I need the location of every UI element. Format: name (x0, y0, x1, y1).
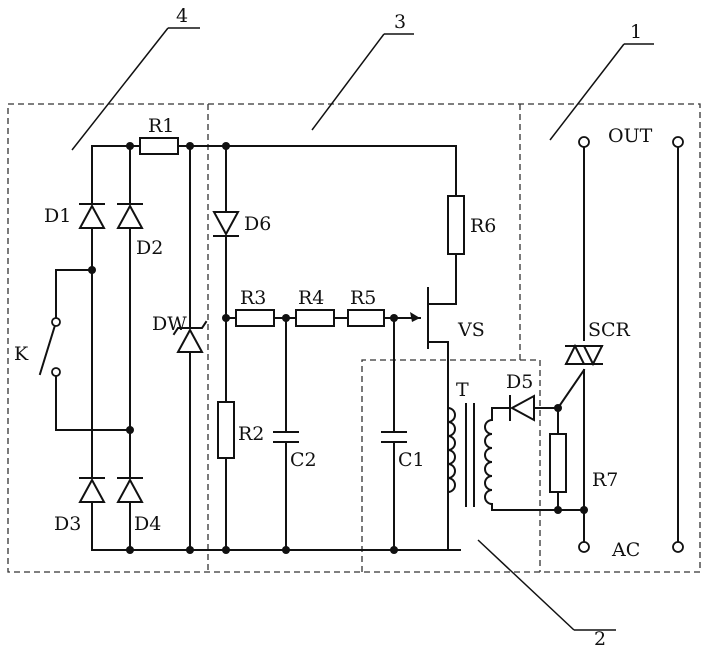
block-label-2: 2 (594, 628, 606, 650)
label-t: T (456, 379, 469, 401)
label-d2: D2 (136, 237, 163, 259)
capacitor-c1 (381, 431, 407, 443)
resistor-r2 (217, 401, 235, 459)
diode-d3 (78, 477, 106, 503)
label-c1: C1 (398, 449, 425, 471)
label-out: OUT (608, 125, 653, 147)
terminal-out-left (578, 136, 590, 148)
label-r1: R1 (148, 115, 174, 137)
label-scr: SCR (588, 319, 631, 341)
label-d4: D4 (134, 513, 161, 535)
resistor-r5 (347, 309, 385, 327)
module-4-wiring (38, 145, 461, 551)
diode-d1 (78, 203, 106, 229)
label-r7: R7 (592, 469, 618, 491)
label-k: K (14, 343, 29, 365)
label-d5: D5 (506, 371, 533, 393)
module-3-wiring (225, 145, 457, 551)
switch-k-contact-bottom (51, 367, 61, 377)
label-r2: R2 (238, 423, 264, 445)
label-r3: R3 (240, 287, 266, 309)
resistor-r7 (549, 433, 567, 493)
label-dw: DW (152, 313, 187, 335)
switch-k-contact-top (51, 317, 61, 327)
label-r5: R5 (350, 287, 376, 309)
transformer-t (446, 403, 494, 507)
label-c2: C2 (290, 449, 317, 471)
label-d3: D3 (54, 513, 81, 535)
block-label-1: 1 (630, 21, 642, 43)
zener-diode-dw (172, 320, 208, 353)
diode-d2 (116, 203, 144, 229)
triac-scr (564, 343, 604, 367)
outer-frame (7, 103, 701, 573)
junction-dots (88, 142, 588, 554)
capacitor-c2 (273, 431, 299, 443)
module-2-box (361, 359, 540, 572)
resistor-r4 (295, 309, 335, 327)
transistor-vs (410, 287, 449, 551)
label-r4: R4 (298, 287, 324, 309)
label-vs: VS (457, 319, 485, 341)
block-label-4: 4 (176, 5, 188, 27)
callout-1: 1 (549, 21, 654, 141)
resistor-r6 (447, 195, 465, 255)
resistor-r1 (139, 137, 179, 155)
terminal-out-right (672, 136, 684, 148)
diode-d6 (212, 211, 240, 237)
diode-d4 (116, 477, 144, 503)
callout-3: 3 (311, 11, 414, 131)
callout-2: 2 (477, 539, 616, 650)
module-2-wiring (491, 368, 586, 511)
module-boundaries (7, 103, 701, 573)
block-label-3: 3 (394, 11, 406, 33)
label-ac: AC (611, 539, 640, 561)
terminal-ac-right (672, 541, 684, 553)
callout-4: 4 (71, 5, 200, 151)
resistor-r3 (235, 309, 275, 327)
label-d1: D1 (44, 205, 71, 227)
label-r6: R6 (470, 215, 496, 237)
terminal-ac-left (578, 541, 590, 553)
diode-d5 (509, 394, 535, 422)
label-d6: D6 (244, 213, 271, 235)
